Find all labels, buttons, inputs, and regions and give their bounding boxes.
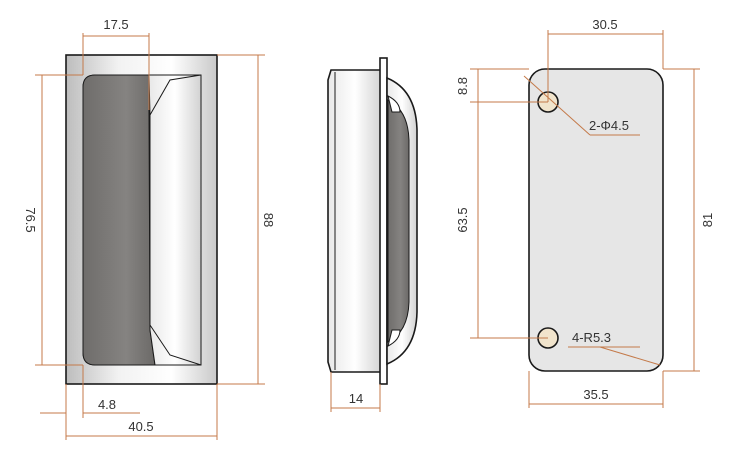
- dim-front-width-outer: 40.5: [128, 419, 153, 434]
- back-plate: [528, 68, 664, 372]
- dim-back-hole-spacing-y: 63.5: [455, 207, 470, 232]
- dim-back-hole-spacing-x: 30.5: [592, 17, 617, 32]
- side-body: [327, 69, 383, 373]
- dim-side-depth: 14: [349, 391, 363, 406]
- side-flange: [379, 57, 388, 385]
- dim-back-corner-radius: 4-R5.3: [572, 330, 611, 345]
- front-grip-lip: [148, 74, 202, 366]
- side-view: [327, 57, 418, 385]
- front-lip-bevel-bottom: [149, 324, 202, 366]
- front-dimensions: 17.5 76.5 88 4.8 40.5: [23, 17, 276, 440]
- back-view: [528, 68, 664, 372]
- front-lip-bevel-top: [149, 74, 202, 116]
- side-dimensions: 14: [330, 372, 381, 412]
- dim-front-height-outer: 88: [261, 213, 276, 227]
- dim-front-height-inner: 76.5: [23, 207, 38, 232]
- dim-back-hole-offset-y: 8.8: [455, 77, 470, 95]
- dim-front-width-top: 17.5: [103, 17, 128, 32]
- dim-front-flange: 4.8: [98, 397, 116, 412]
- front-grip-cup: [82, 74, 156, 366]
- dim-back-width-outer: 35.5: [583, 387, 608, 402]
- dim-back-hole-callout: 2-Φ4.5: [589, 118, 629, 133]
- dim-back-height-outer: 81: [700, 213, 715, 227]
- front-view: [65, 54, 218, 385]
- back-dimensions: 30.5 8.8 63.5 2-Φ4.5 4-R5.3 81 35.5: [455, 17, 715, 408]
- side-grip-cup: [387, 99, 410, 343]
